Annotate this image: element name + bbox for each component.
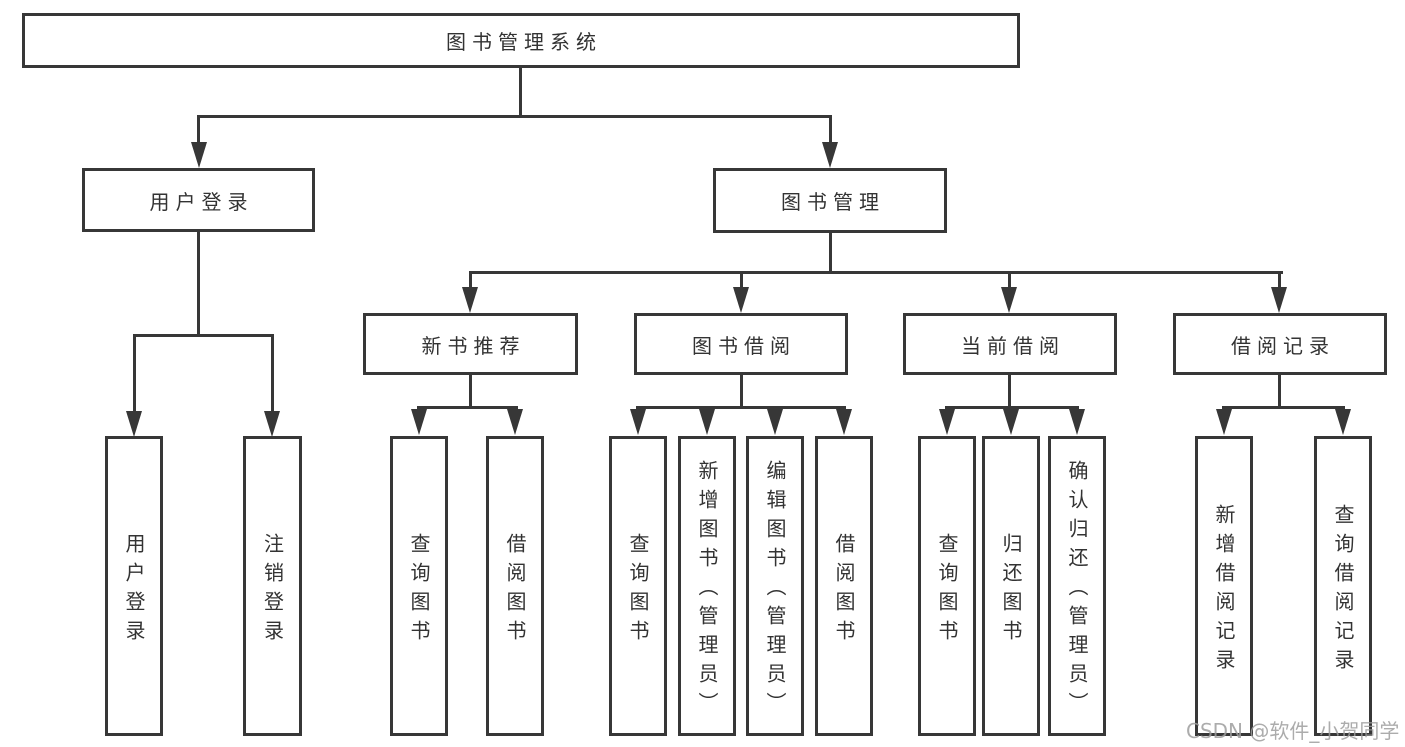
node-current-borrowing: 当前借阅 (903, 313, 1117, 375)
leaf-borrow-books-borrowing: 借阅图书 (815, 436, 873, 736)
node-root: 图书管理系统 (22, 13, 1020, 68)
connector-drop-leaf-logout (271, 334, 274, 413)
leaf-logout: 注销登录 (243, 436, 302, 736)
arrow-down-groupC-3 (1069, 409, 1085, 435)
leaf-return-books: 归还图书 (982, 436, 1040, 736)
connector-groupC-stub (1008, 375, 1011, 408)
leaf-query-borrow-record: 查询借阅记录 (1314, 436, 1372, 736)
arrow-down-borrowing-records (1271, 287, 1287, 313)
arrow-down-new-book (462, 287, 478, 313)
csdn-watermark: CSDN @软件_小贺同学 (1186, 719, 1400, 743)
connector-level3-bar (469, 271, 1283, 274)
connector-drop-book-borrowing (740, 271, 743, 289)
connector-groupD-stub (1278, 375, 1281, 408)
leaf-logout-label: 注销登录 (260, 532, 285, 649)
connector-groupD-bar (1222, 406, 1345, 409)
node-new-book-recommend-label: 新书推荐 (421, 333, 526, 358)
leaf-edit-books-admin: 编辑图书（管理员） (746, 436, 804, 736)
leaf-query-books-current: 查询图书 (918, 436, 976, 736)
node-book-management-label: 图书管理 (781, 190, 885, 214)
arrow-down-book-borrowing (733, 287, 749, 313)
arrow-down-groupD-2 (1335, 409, 1351, 435)
leaf-borrow-books-borrowing-label: 借阅图书 (832, 532, 856, 649)
node-current-borrowing-label: 当前借阅 (961, 333, 1065, 358)
leaf-user-login: 用户登录 (105, 436, 163, 736)
arrow-down-book-management (822, 142, 838, 168)
leaf-edit-books-admin-label: 编辑图书（管理员） (763, 460, 787, 721)
arrow-down-groupB-2 (699, 409, 715, 435)
node-book-management: 图书管理 (713, 168, 947, 233)
leaf-borrow-books-recommend-label: 借阅图书 (503, 532, 527, 649)
connector-root-stub (519, 68, 522, 117)
node-user-login-label: 用户登录 (149, 189, 254, 214)
connector-drop-borrowing-records (1278, 271, 1281, 289)
arrow-down-groupB-3 (767, 409, 783, 435)
connector-groupB-bar (636, 406, 846, 409)
leaf-query-books-current-label: 查询图书 (935, 532, 959, 649)
connector-groupB-stub (740, 375, 743, 408)
connector-groupC-bar (945, 406, 1079, 409)
leaf-add-books-admin: 新增图书（管理员） (678, 436, 736, 736)
arrow-down-groupB-1 (630, 409, 646, 435)
leaf-user-login-label: 用户登录 (122, 532, 146, 649)
connector-groupA-bar (417, 406, 518, 409)
leaf-query-books-borrowing: 查询图书 (609, 436, 667, 736)
connector-level2-bar (198, 115, 832, 118)
connector-groupA-stub (469, 375, 472, 408)
node-user-login: 用户登录 (82, 168, 315, 232)
node-borrowing-records: 借阅记录 (1173, 313, 1387, 375)
leaf-query-books-recommend: 查询图书 (390, 436, 448, 736)
arrow-down-current-borrowing (1001, 287, 1017, 313)
leaf-confirm-return-admin: 确认归还（管理员） (1048, 436, 1106, 736)
connector-book-mgmt-stub (829, 233, 832, 273)
node-book-borrowing: 图书借阅 (634, 313, 848, 375)
leaf-add-books-admin-label: 新增图书（管理员） (695, 460, 719, 721)
node-new-book-recommend: 新书推荐 (363, 313, 578, 375)
leaf-borrow-books-recommend: 借阅图书 (486, 436, 544, 736)
arrow-down-groupA-1 (411, 409, 427, 435)
arrow-down-user-login (191, 142, 207, 168)
connector-drop-new-book (469, 271, 472, 289)
arrow-down-groupC-2 (1003, 409, 1019, 435)
connector-drop-current-borrowing (1008, 271, 1011, 289)
node-book-borrowing-label: 图书借阅 (692, 333, 796, 358)
arrow-down-leaf-logout (264, 411, 280, 437)
leaf-add-borrow-record: 新增借阅记录 (1195, 436, 1253, 736)
arrow-down-groupA-2 (507, 409, 523, 435)
arrow-down-groupC-1 (939, 409, 955, 435)
connector-user-login-bar (133, 334, 274, 337)
connector-drop-leaf-login (133, 334, 136, 413)
leaf-query-borrow-record-label: 查询借阅记录 (1331, 503, 1355, 678)
arrow-down-leaf-login (126, 411, 142, 437)
leaf-return-books-label: 归还图书 (999, 532, 1023, 649)
leaf-add-borrow-record-label: 新增借阅记录 (1212, 503, 1236, 678)
node-root-label: 图书管理系统 (446, 30, 602, 54)
leaf-query-books-borrowing-label: 查询图书 (626, 532, 650, 649)
leaf-query-books-recommend-label: 查询图书 (407, 532, 431, 649)
node-borrowing-records-label: 借阅记录 (1231, 333, 1335, 358)
connector-drop-user-login (197, 115, 200, 145)
connector-drop-book-management (829, 115, 832, 145)
arrow-down-groupB-4 (836, 409, 852, 435)
connector-user-login-stub (197, 232, 200, 336)
leaf-confirm-return-admin-label: 确认归还（管理员） (1065, 460, 1089, 721)
arrow-down-groupD-1 (1216, 409, 1232, 435)
